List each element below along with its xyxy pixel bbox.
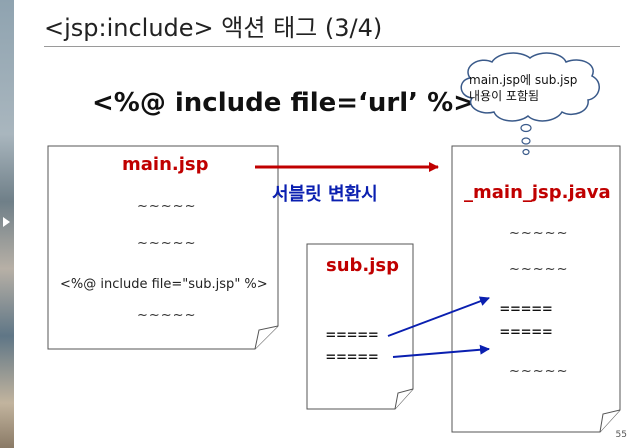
java-document — [451, 145, 621, 433]
cloud-text-line-2: 내용이 포함됨 — [469, 89, 540, 103]
main-jsp-include-line: <%@ include file="sub.jsp" %> — [60, 277, 268, 292]
sub-jsp-name: sub.jsp — [326, 255, 400, 276]
include-directive: <%@ include file=‘url’ %> — [92, 88, 475, 118]
java-tilde-2: ~~~~~ — [509, 262, 569, 277]
java-file-name: _main_jsp.java — [464, 182, 611, 203]
title-divider — [44, 46, 620, 47]
java-content-2: ===== — [500, 322, 554, 341]
main-jsp-tilde-3: ~~~~~ — [137, 308, 197, 323]
conversion-label: 서블릿 변환시 — [272, 184, 378, 205]
sub-jsp-document — [306, 243, 414, 410]
java-tilde-1: ~~~~~ — [509, 226, 569, 241]
play-arrow-icon[interactable] — [3, 217, 10, 227]
page-number: 55 — [615, 430, 627, 440]
include-arrow-2 — [392, 344, 490, 358]
main-jsp-name: main.jsp — [122, 154, 209, 175]
left-edge-strip — [0, 0, 14, 448]
main-jsp-tilde-2: ~~~~~ — [137, 236, 197, 251]
main-jsp-tilde-1: ~~~~~ — [137, 199, 197, 214]
sub-jsp-content-1: ===== — [326, 325, 380, 344]
sub-jsp-content-2: ===== — [326, 347, 380, 366]
slide-title: <jsp:include> 액션 태그 (3/4) — [44, 14, 383, 42]
java-tilde-3: ~~~~~ — [509, 364, 569, 379]
include-arrow-1 — [387, 296, 490, 337]
thought-cloud — [460, 52, 600, 156]
cloud-text-line-1: main.jsp에 sub.jsp — [469, 73, 578, 87]
main-jsp-document — [47, 145, 279, 350]
java-content-1: ===== — [500, 299, 554, 318]
